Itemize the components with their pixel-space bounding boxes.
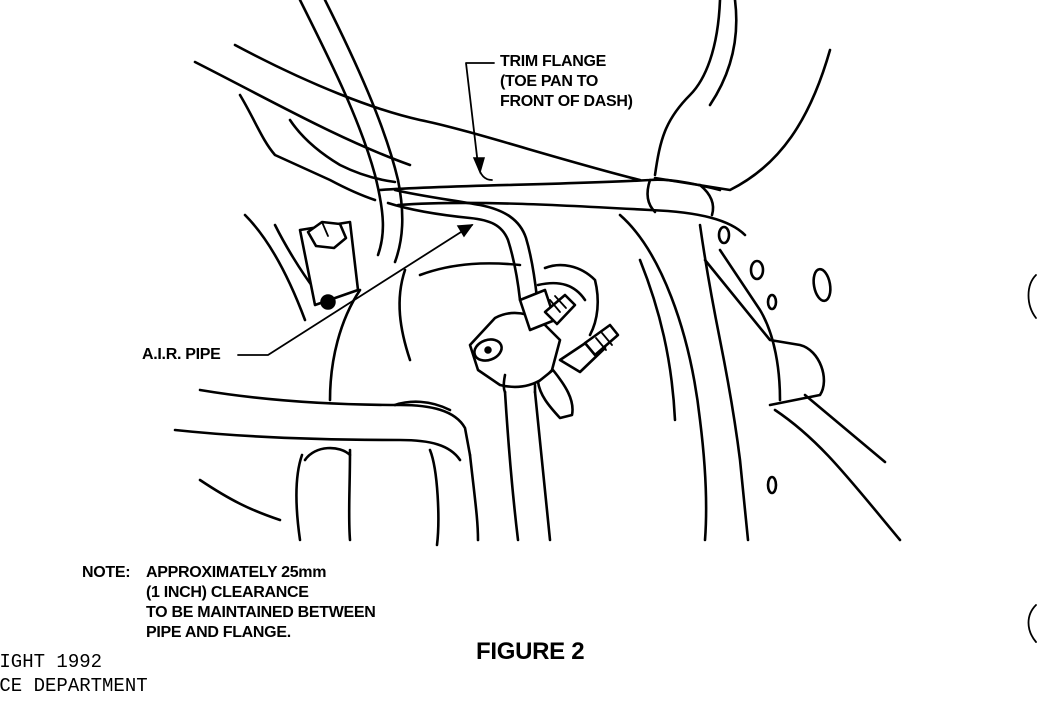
trim-flange-label: TRIM FLANGE (TOE PAN TO FRONT OF DASH) — [500, 53, 633, 110]
department-line: ICE DEPARTMENT — [0, 675, 148, 697]
figure-caption: FIGURE 2 — [476, 638, 585, 665]
dash-panel — [378, 0, 832, 237]
copyright-line: RIGHT 1992 — [0, 651, 103, 673]
note-text: APPROXIMATELY 25mm (1 INCH) CLEARANCE TO… — [146, 564, 376, 641]
pipe-fitting — [468, 263, 620, 420]
air-pipe — [386, 188, 552, 542]
leader-air-pipe — [237, 224, 474, 356]
note-prefix: NOTE: — [82, 564, 131, 581]
bolt-hole — [320, 294, 336, 310]
right-panel — [698, 223, 1037, 643]
lower-crossmember — [173, 388, 480, 547]
left-bracket — [238, 93, 397, 322]
upper-tubes — [193, 0, 642, 264]
leader-trim-flange — [465, 62, 495, 181]
air-pipe-label: A.I.R. PIPE — [142, 346, 221, 363]
